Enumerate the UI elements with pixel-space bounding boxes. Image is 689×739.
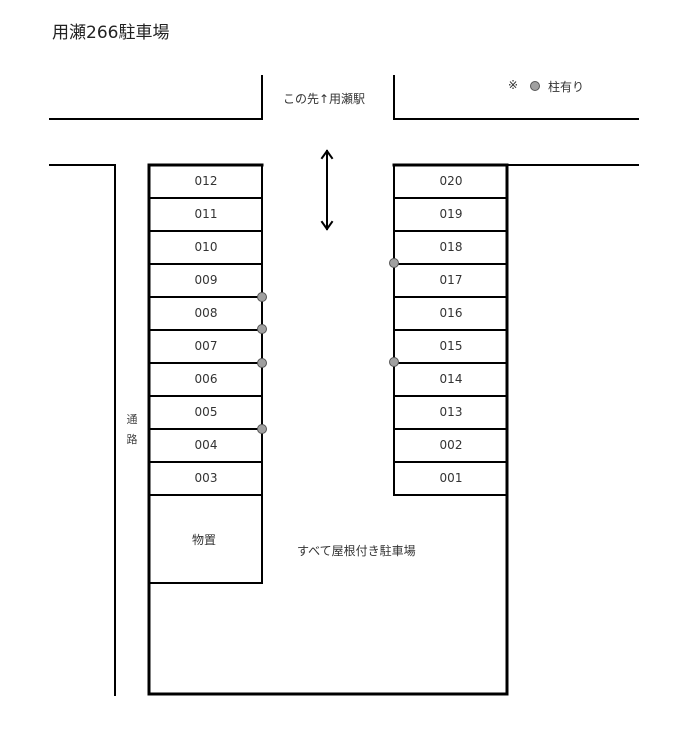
parking-slot[interactable]: 005 bbox=[194, 405, 218, 419]
parking-slot[interactable]: 011 bbox=[194, 207, 218, 221]
parking-slot[interactable]: 001 bbox=[439, 471, 463, 485]
parking-slot[interactable]: 007 bbox=[194, 339, 218, 353]
parking-slot[interactable]: 015 bbox=[439, 339, 463, 353]
parking-slot[interactable]: 012 bbox=[194, 174, 218, 188]
legend-pillar-icon bbox=[530, 81, 540, 91]
parking-slot[interactable]: 016 bbox=[439, 306, 463, 320]
parking-slot[interactable]: 008 bbox=[194, 306, 218, 320]
parking-slot[interactable]: 002 bbox=[439, 438, 463, 452]
parking-slot[interactable]: 006 bbox=[194, 372, 218, 386]
pillar-icon bbox=[257, 424, 267, 434]
road-edge-top-right bbox=[393, 75, 639, 120]
pillar-icon bbox=[257, 292, 267, 302]
parking-slot[interactable]: 004 bbox=[194, 438, 218, 452]
passage-edge-left bbox=[49, 164, 116, 696]
parking-slot[interactable]: 019 bbox=[439, 207, 463, 221]
left-slot-dividers bbox=[148, 197, 263, 584]
road-edge-top-left bbox=[49, 75, 263, 120]
page-title: 用瀬266駐車場 bbox=[52, 23, 170, 43]
storage-label: 物置 bbox=[192, 533, 217, 547]
parking-slot[interactable]: 020 bbox=[439, 174, 463, 188]
parking-slot[interactable]: 018 bbox=[439, 240, 463, 254]
passage-char: 路 bbox=[126, 433, 138, 446]
pillar-icon bbox=[389, 357, 399, 367]
parking-slot[interactable]: 017 bbox=[439, 273, 463, 287]
parking-slot[interactable]: 010 bbox=[194, 240, 218, 254]
passage-label: 通 路 bbox=[124, 410, 140, 450]
parking-slot[interactable]: 014 bbox=[439, 372, 463, 386]
parking-slot[interactable]: 003 bbox=[194, 471, 218, 485]
parking-slot[interactable]: 013 bbox=[439, 405, 463, 419]
legend-mark: ※ bbox=[508, 78, 519, 92]
pillar-markers bbox=[257, 258, 399, 434]
pillar-icon bbox=[257, 324, 267, 334]
covered-note: すべて屋根付き駐車場 bbox=[297, 544, 416, 558]
pillar-icon bbox=[389, 258, 399, 268]
legend-text: 柱有り bbox=[548, 80, 585, 94]
parking-slot[interactable]: 009 bbox=[194, 273, 218, 287]
double-arrow-icon bbox=[320, 149, 334, 231]
right-slot-dividers bbox=[393, 197, 508, 496]
direction-label: この先↑用瀬駅 bbox=[283, 92, 366, 106]
passage-char: 通 bbox=[126, 413, 138, 426]
pillar-icon bbox=[257, 358, 267, 368]
